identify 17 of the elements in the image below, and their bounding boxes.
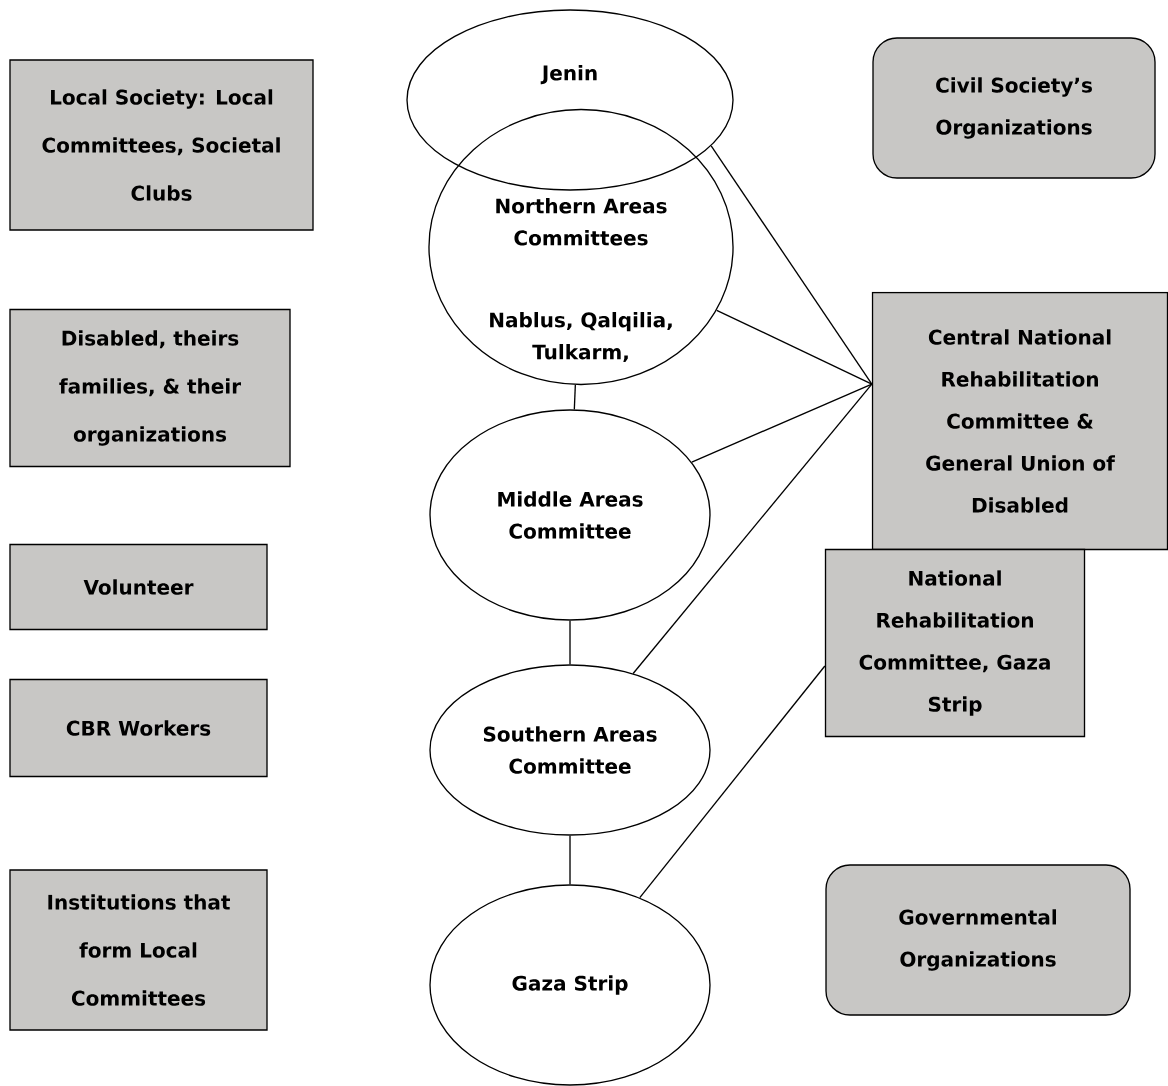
label-box: National Rehabilitation Committee, Gaza Strip bbox=[824, 548, 1086, 738]
connector-line bbox=[639, 665, 826, 899]
label-box: Volunteer bbox=[9, 543, 268, 631]
rounded-box: Governmental Organizations bbox=[825, 864, 1131, 1016]
label-box: Disabled, theirs families, & their organizations bbox=[9, 308, 291, 468]
connector-line bbox=[691, 383, 873, 463]
connector-line bbox=[569, 620, 571, 665]
connector-line bbox=[569, 835, 571, 885]
label-box: Central National Rehabilitation Committee & General Union of Disabled bbox=[871, 291, 1168, 551]
connector-line bbox=[710, 145, 873, 385]
label-box: Local Society: Local Committees, Societal Clubs bbox=[9, 59, 314, 231]
label-box: Institutions that form Local Committees bbox=[9, 869, 268, 1031]
label-box: CBR Workers bbox=[9, 678, 268, 778]
connector-line bbox=[632, 383, 873, 675]
rounded-box: Civil Society’s Organizations bbox=[872, 37, 1156, 179]
connector-line bbox=[573, 384, 576, 411]
connector-line bbox=[716, 309, 873, 385]
